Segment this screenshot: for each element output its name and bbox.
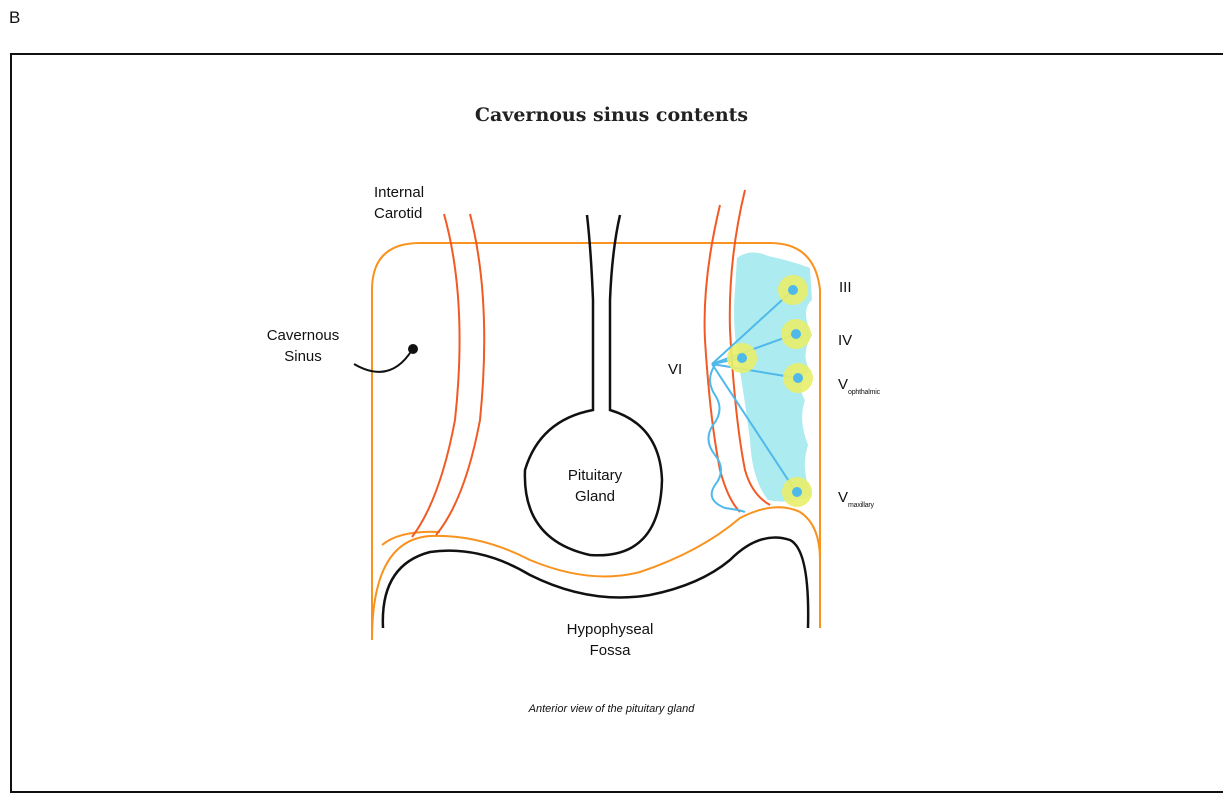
hypophyseal-fossa-label: Hypophyseal Fossa	[540, 619, 680, 661]
nerve-vi-label: VI	[668, 359, 682, 380]
nerve-v-ophthalmic-main: V	[838, 376, 848, 393]
pituitary-gland-label: Pituitary Gland	[545, 465, 645, 507]
pituitary-line2: Gland	[545, 486, 645, 507]
nerve-iv-core	[791, 329, 801, 339]
nerve-iv-label: IV	[838, 330, 852, 351]
nerve-vi-core	[737, 353, 747, 363]
hypophyseal-fossa-outline	[383, 538, 808, 629]
nerve-vo-core	[793, 373, 803, 383]
hypophyseal-line1: Hypophyseal	[540, 619, 680, 640]
pituitary-line1: Pituitary	[545, 465, 645, 486]
nerve-v-maxillary-sub: maxillary	[848, 502, 874, 509]
left-carotid-outer	[412, 214, 460, 537]
nerve-v-maxillary-label: Vmaxillary	[838, 487, 874, 516]
internal-carotid-line2: Carotid	[374, 203, 424, 224]
diagram-caption: Anterior view of the pituitary gland	[0, 703, 1223, 715]
nerve-v-ophthalmic-sub: ophthalmic	[848, 389, 880, 396]
nerve-iii-core	[788, 285, 798, 295]
nerve-v-maxillary-main: V	[838, 489, 848, 506]
internal-carotid-label: Internal Carotid	[374, 182, 424, 224]
cavernous-sinus-pointer-dot	[408, 344, 418, 354]
internal-carotid-line1: Internal	[374, 182, 424, 203]
nerve-v-ophthalmic-label: Vophthalmic	[838, 374, 880, 403]
hypophyseal-line2: Fossa	[540, 640, 680, 661]
nerve-iii-label: III	[839, 277, 852, 298]
nerve-vm-core	[792, 487, 802, 497]
left-carotid-inner	[436, 214, 484, 535]
cavernous-sinus-pointer	[354, 350, 412, 372]
cavernous-sinus-label: Cavernous Sinus	[263, 325, 343, 367]
sella-orange-line-inner	[382, 532, 440, 545]
cavernous-sinus-line1: Cavernous	[263, 325, 343, 346]
cavernous-sinus-line2: Sinus	[263, 346, 343, 367]
